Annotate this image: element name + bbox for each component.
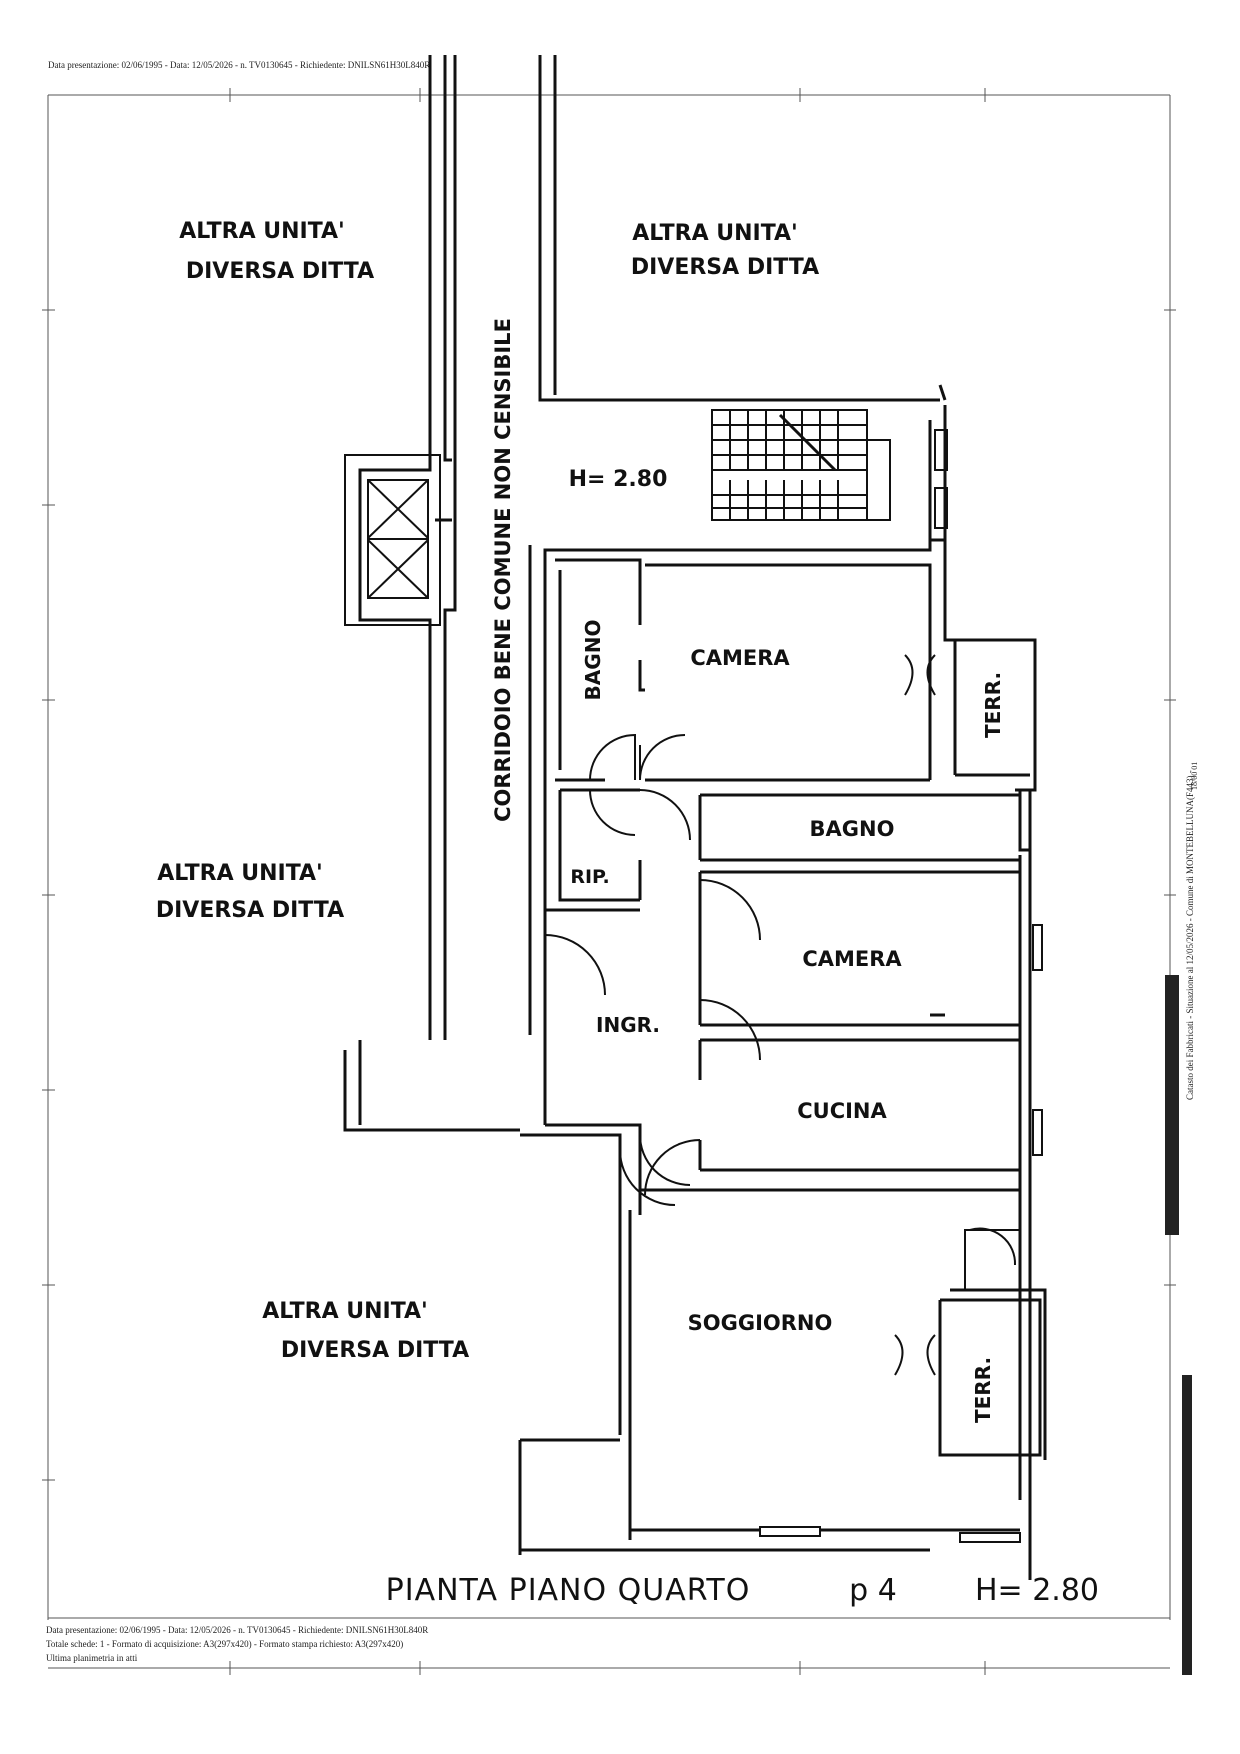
other-unit-top-left-line2: DIVERSA DITTA	[186, 259, 374, 284]
redaction-marks	[1165, 975, 1192, 1675]
room-rip: RIP.	[570, 866, 609, 888]
room-soggiorno: SOGGIORNO	[688, 1311, 833, 1335]
door-swings	[544, 654, 1017, 1376]
shaft-cross-hatch	[367, 479, 429, 599]
header-bottom-line-2: Totale schede: 1 - Formato di acquisizio…	[46, 1639, 404, 1649]
other-unit-bottom-left-line2: DIVERSA DITTA	[281, 1338, 469, 1363]
plan-title: PIANTA PIANO QUARTO	[386, 1573, 751, 1608]
room-ingr: INGR.	[596, 1013, 660, 1037]
header-top-line: Data presentazione: 02/06/1995 - Data: 1…	[48, 60, 431, 70]
other-unit-top-right-line1: ALTRA UNITA'	[632, 221, 798, 246]
other-unit-bottom-left-line1: ALTRA UNITA'	[262, 1299, 428, 1324]
corridor-label: CORRIDOIO BENE COMUNE NON CENSIBILE	[491, 318, 515, 822]
header-bottom-line-3: Ultima planimetria in atti	[46, 1653, 138, 1663]
label-other-unit-top-right: ALTRA UNITA' DIVERSA DITTA	[631, 221, 819, 280]
other-unit-top-right-line2: DIVERSA DITTA	[631, 255, 819, 280]
walls	[343, 55, 1047, 1580]
stair-height-label: H= 2.80	[569, 467, 668, 492]
room-bagno: BAGNO	[810, 817, 895, 841]
plan-floor: p 4	[849, 1573, 897, 1608]
header-bottom-line-1: Data presentazione: 02/06/1995 - Data: 1…	[46, 1625, 429, 1635]
room-camera-top: CAMERA	[690, 646, 790, 670]
other-unit-mid-left-line2: DIVERSA DITTA	[156, 898, 344, 923]
plan-height: H= 2.80	[975, 1573, 1099, 1608]
room-cucina: CUCINA	[797, 1099, 887, 1123]
other-unit-top-left-line1: ALTRA UNITA'	[179, 219, 345, 244]
room-terr-bottom: TERR.	[971, 1357, 995, 1423]
frame-ticks	[42, 88, 1176, 1675]
sheet-frame	[47, 94, 1171, 1669]
room-camera: CAMERA	[802, 947, 902, 971]
other-unit-mid-left-line1: ALTRA UNITA'	[157, 861, 323, 886]
staircase	[711, 409, 948, 529]
room-terr-top: TERR.	[981, 672, 1005, 738]
label-other-unit-bottom-left: ALTRA UNITA' DIVERSA DITTA	[262, 1299, 469, 1363]
room-bagno-small: BAGNO	[581, 620, 605, 701]
windows	[759, 924, 1043, 1543]
label-other-unit-mid-left: ALTRA UNITA' DIVERSA DITTA	[156, 861, 344, 923]
label-other-unit-top-left: ALTRA UNITA' DIVERSA DITTA	[179, 219, 374, 284]
